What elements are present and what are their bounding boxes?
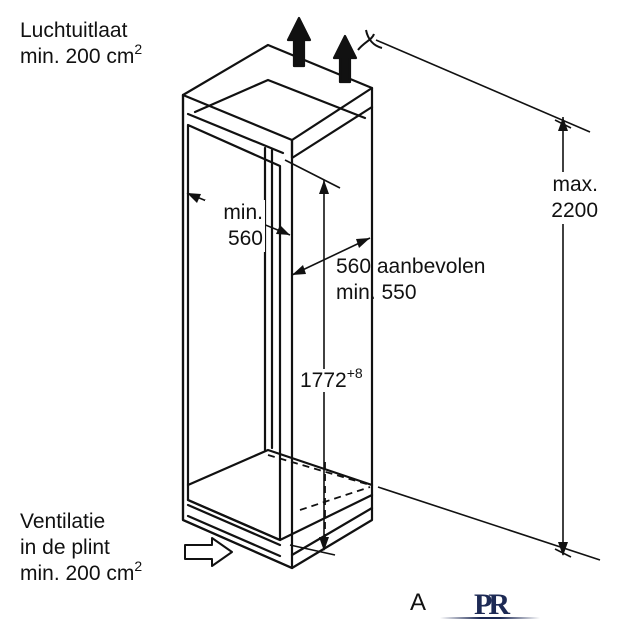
plinth-right-edge	[290, 506, 374, 557]
front-frame-inner	[186, 123, 282, 542]
max-height-label: max. 2200	[522, 172, 600, 224]
niche-height-label: 1772+8	[298, 365, 365, 394]
air-outlet-arrow-2	[332, 34, 358, 84]
width-arrow-right	[276, 225, 290, 235]
exhaust-label-line1: Luchtuitlaat	[20, 19, 128, 42]
max-height-label-line1: max.	[522, 172, 600, 198]
brand-logo-underline	[440, 617, 540, 619]
depth-label-line2: min. 550	[336, 281, 417, 304]
depth-arrow-right	[356, 238, 370, 248]
max-height-arrow-top	[558, 117, 568, 131]
max-height-arrow-bottom	[558, 542, 568, 556]
width-arrow-left	[187, 193, 201, 203]
airflow-squiggle-icon	[357, 29, 383, 51]
max-height-ext-top	[375, 39, 591, 133]
depth-arrow-left	[292, 265, 306, 275]
exhaust-label: Luchtuitlaat min. 200 cm2	[20, 18, 142, 70]
air-outlet-arrow-1	[286, 16, 312, 68]
plinth-slot-bottom	[186, 514, 282, 558]
inlet-label-line2: in de plint	[20, 536, 110, 559]
niche-height-arrow-top	[319, 180, 329, 194]
opening-top-lip	[186, 112, 285, 155]
exhaust-label-line2: min. 200 cm2	[20, 41, 143, 68]
cabinet-top-front-edge	[181, 86, 374, 142]
depth-label-line1: 560 aanbevolen	[336, 255, 486, 278]
opening-top-lip-inner	[193, 78, 367, 120]
max-height-label-line2: 2200	[522, 198, 600, 224]
inlet-label: Ventilatie in de plint min. 200 cm2	[20, 509, 142, 587]
width-label-line1: min.	[205, 200, 265, 226]
niche-height-ext-top	[284, 159, 341, 189]
air-inlet-arrow	[184, 537, 233, 567]
hidden-edge-rear	[267, 454, 371, 486]
depth-label: 560 aanbevolen min. 550	[336, 254, 485, 306]
niche-height-arrow-bottom	[319, 537, 329, 551]
base-upper-edge	[186, 448, 374, 487]
max-height-ext-bottom	[377, 486, 601, 561]
base-front-edge	[186, 493, 374, 542]
depth-dim-line	[291, 237, 371, 276]
width-label: min. 560	[205, 200, 265, 252]
width-label-line2: 560	[205, 226, 265, 252]
brand-logo: PR	[474, 588, 510, 621]
front-frame-outer	[181, 93, 294, 570]
cropped-glyph: A	[410, 589, 427, 616]
inlet-label-line3: min. 200 cm2	[20, 558, 143, 585]
niche-height-tolerance: +8	[346, 365, 363, 381]
niche-height-value: 1772	[300, 369, 347, 392]
plinth-slot-top	[186, 503, 282, 547]
niche-height-ext-bottom	[289, 544, 336, 556]
hidden-edge-front	[299, 486, 371, 511]
inlet-label-line1: Ventilatie	[20, 510, 106, 533]
